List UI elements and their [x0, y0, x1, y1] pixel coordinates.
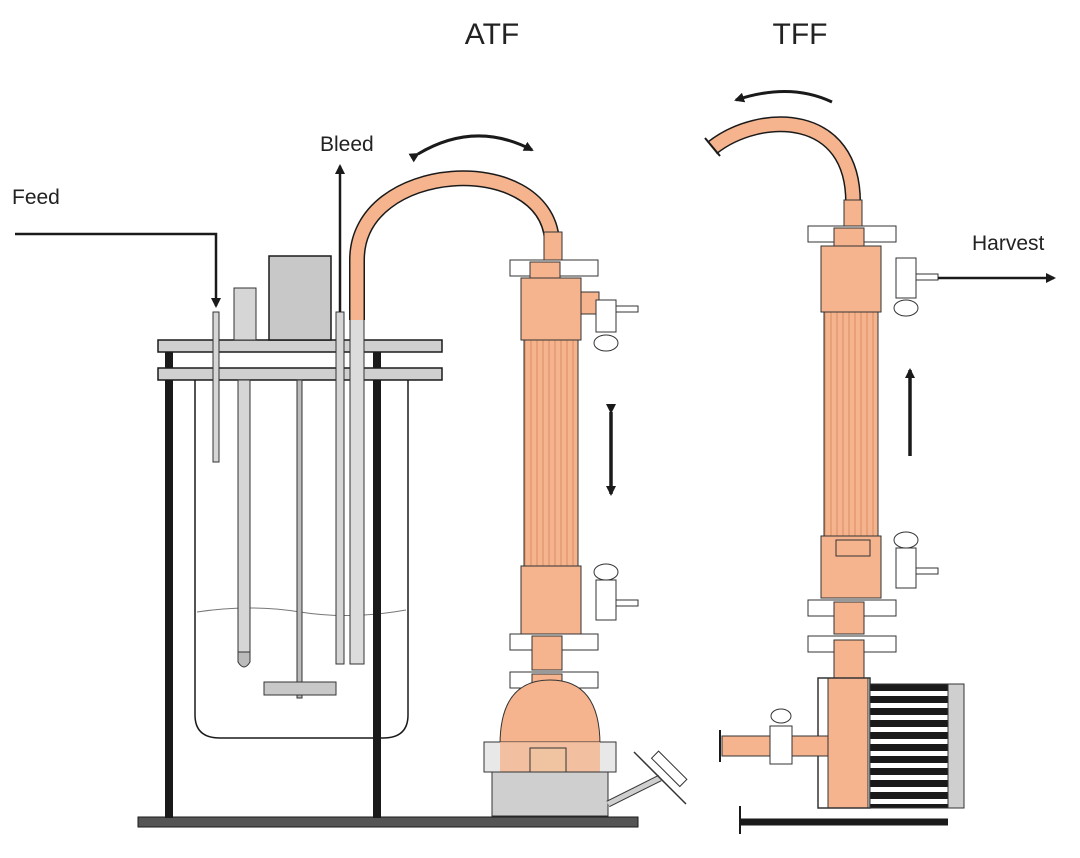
atf-diaphragm-dome — [499, 679, 601, 746]
head-plate-top — [157, 339, 443, 353]
harvest-label: Harvest — [972, 232, 1045, 255]
atf-side-valve-bottom — [593, 563, 639, 621]
tff-return-arrow — [734, 89, 833, 104]
probe-head — [233, 287, 257, 341]
bioreactor-base — [137, 816, 639, 828]
impeller-shaft — [296, 379, 303, 699]
bleed-tube — [335, 311, 345, 665]
dip-tube — [349, 317, 365, 665]
tff-title: TFF — [773, 18, 828, 51]
atf-side-valve-top — [580, 291, 639, 352]
feed-label: Feed — [12, 186, 60, 209]
atf-curved-double-arrow — [408, 134, 534, 163]
atf-title: ATF — [465, 18, 519, 51]
feed-arrow — [15, 232, 221, 308]
tff-hollow-fiber — [823, 311, 879, 537]
tff-pump-head — [827, 677, 869, 809]
probe-shaft — [237, 379, 251, 653]
atf-top-housing — [520, 277, 582, 341]
frame-leg-left — [165, 352, 173, 818]
tff-bottom-housing — [820, 535, 882, 599]
feed-tube — [212, 311, 220, 463]
head-plate-bottom — [157, 367, 443, 381]
tff-harvest-valve — [893, 257, 939, 317]
atf-vent-filter — [606, 750, 688, 808]
bioreactor-vessel — [194, 380, 409, 739]
atf-top-connector — [543, 231, 563, 263]
bleed-label: Bleed — [320, 133, 374, 156]
atf-bottom-housing — [520, 565, 582, 637]
tff-top-housing — [820, 245, 882, 313]
tff-side-valve — [893, 531, 939, 589]
tff-unit — [704, 116, 965, 834]
tff-inlet-valve — [769, 708, 793, 765]
impeller — [263, 681, 337, 696]
atf-pump-base — [491, 771, 609, 817]
motor-box — [268, 255, 332, 341]
atf-hollow-fiber — [523, 339, 579, 567]
atf-unit — [349, 170, 688, 817]
probe-tip — [237, 651, 251, 668]
bioreactor — [137, 255, 639, 828]
frame-leg-right — [373, 352, 381, 818]
